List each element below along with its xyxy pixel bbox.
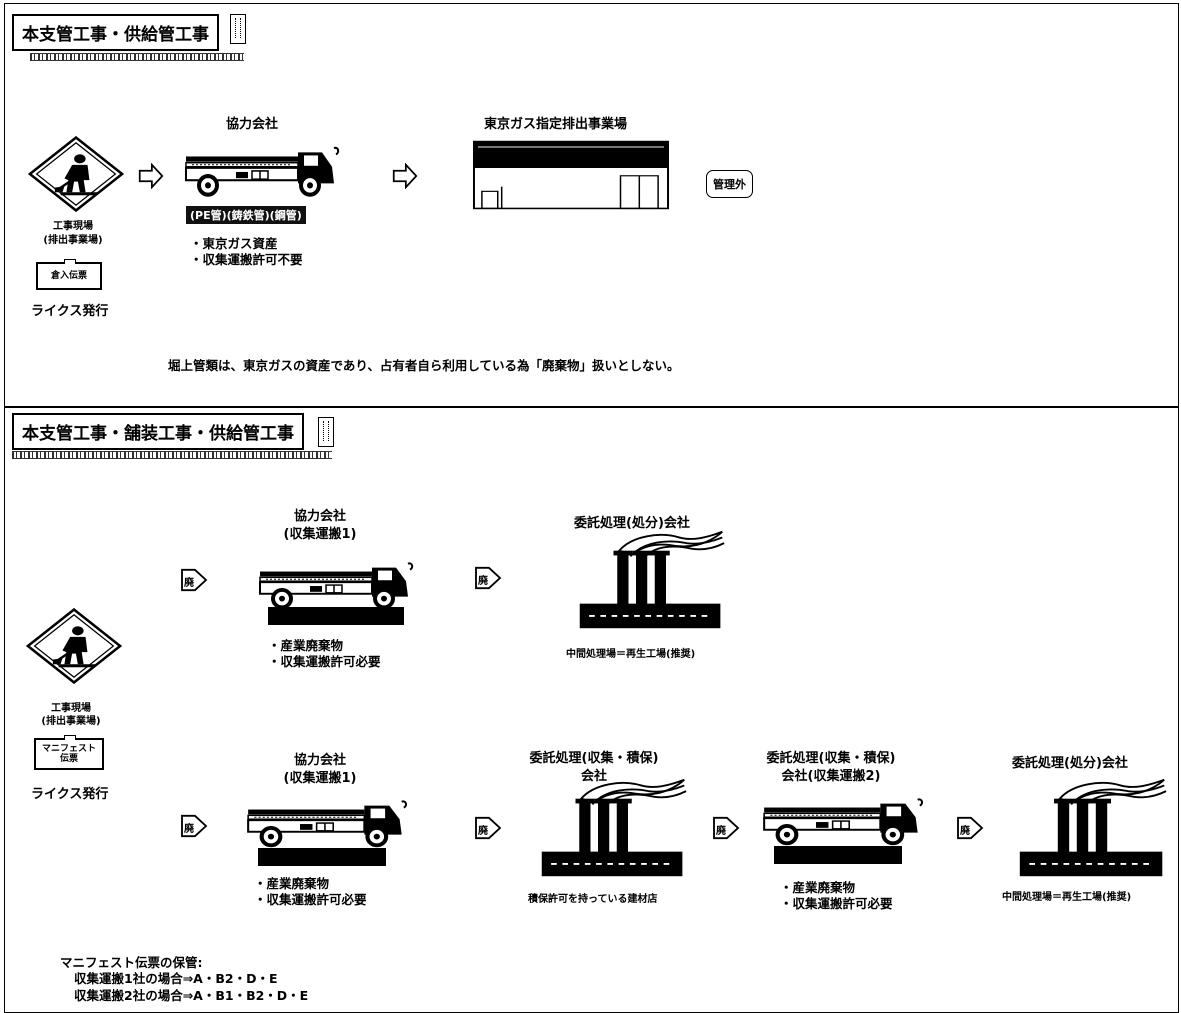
top-notes: ・東京ガス資産 ・収集運搬許可不要 <box>190 236 303 268</box>
title-underline-decoration <box>30 53 244 61</box>
site-sub-label: (排出事業場) <box>41 716 101 727</box>
raikusu-issue-label: ライクス発行 <box>31 304 109 319</box>
storage-company-label: 委託処理(収集・積保) <box>529 751 659 766</box>
facility-label: 東京ガス指定排出事業場 <box>484 117 628 132</box>
pipe-types-label: (PE管)(鋳鉄管)(鋼管) <box>186 206 306 224</box>
waste-arrow-label: 廃 <box>184 578 194 589</box>
carrier2-company-label: 委託処理(収集・積保) <box>766 751 896 766</box>
row1-notes: ・産業廃棄物 ・収集運搬許可必要 <box>268 638 381 670</box>
site-label: 工事現場 <box>53 221 93 232</box>
note-item: ・収集運搬許可不要 <box>190 252 303 267</box>
flow-arrow-icon <box>392 162 418 190</box>
factory-icon <box>1016 776 1168 880</box>
waste-arrow-label: 廃 <box>184 824 194 835</box>
truck-cargo-bar <box>774 846 902 864</box>
top-panel-title: 本支管工事・供給管工事 <box>12 14 219 51</box>
truck-icon <box>244 796 410 854</box>
construction-worker-icon <box>26 608 122 684</box>
raikusu-issue-label: ライクス発行 <box>31 787 109 802</box>
truck-icon <box>182 142 342 204</box>
row1-plant-label: 委託処理(処分)会社 <box>574 516 690 531</box>
row1-contractor-label: 協力会社 <box>293 509 346 524</box>
note-item: ・産業廃棄物 <box>780 880 856 895</box>
row2-contractor-label: 協力会社 <box>293 753 346 768</box>
building-icon <box>472 140 670 210</box>
carrier2-company-sub-label: 会社(収集運搬2) <box>781 769 881 784</box>
top-footer-note: 堀上管類は、東京ガスの資産であり、占有者自ら利用している為「廃棄物」扱いとしない… <box>168 358 680 373</box>
row2-plant-caption: 中間処理場＝再生工場(推奨) <box>1002 892 1132 903</box>
row1-contractor-sub-label: (収集運搬1) <box>283 527 357 542</box>
title-tag-icon <box>230 14 246 44</box>
bottom-panel-title: 本支管工事・舗装工事・供給管工事 <box>12 413 304 450</box>
truck-cargo-bar <box>268 607 404 625</box>
warehouse-slip-icon: 倉入伝票 <box>36 259 102 290</box>
warehouse-slip-label: 倉入伝票 <box>50 271 87 281</box>
note-item: ・産業廃棄物 <box>268 638 344 653</box>
manifest-line-1: 収集運搬1社の場合⇒A・B2・D・E <box>74 971 278 986</box>
title-underline-decoration <box>12 451 332 459</box>
row2-plant-label: 委託処理(処分)会社 <box>1012 756 1128 771</box>
row2-notes: ・産業廃棄物 ・収集運搬許可必要 <box>254 876 367 908</box>
construction-worker-icon <box>28 136 124 212</box>
out-of-scope-badge: 管理外 <box>706 170 753 198</box>
manifest-line-2: 収集運搬2社の場合⇒A・B1・B2・D・E <box>74 988 309 1003</box>
contractor-label: 協力会社 <box>226 117 279 132</box>
manifest-slip-icon: マニフェスト 伝票 <box>34 735 104 770</box>
storage-company-sub-label: 会社 <box>580 769 607 784</box>
waste-arrow-label: 廃 <box>960 826 970 837</box>
bottom-panel <box>4 407 1179 1013</box>
truck-icon <box>760 794 926 852</box>
site-sub-label: (排出事業場) <box>43 235 103 246</box>
flow-arrow-icon <box>138 162 164 190</box>
title-tag-icon <box>318 417 334 447</box>
note-item: ・収集運搬許可必要 <box>254 892 367 907</box>
factory-icon <box>538 776 688 880</box>
storage-company-caption: 積保許可を持っている建材店 <box>528 894 658 905</box>
note-item: ・産業廃棄物 <box>254 876 330 891</box>
truck-cargo-bar <box>258 848 386 866</box>
carrier2-notes: ・産業廃棄物 ・収集運搬許可必要 <box>780 880 893 912</box>
site-label: 工事現場 <box>51 703 91 714</box>
note-item: ・収集運搬許可必要 <box>780 896 893 911</box>
row1-plant-caption: 中間処理場＝再生工場(推奨) <box>566 649 696 660</box>
note-item: ・東京ガス資産 <box>190 236 278 251</box>
waste-arrow-label: 廃 <box>478 576 488 587</box>
note-item: ・収集運搬許可必要 <box>268 654 381 669</box>
waste-arrow-label: 廃 <box>716 826 726 837</box>
factory-icon <box>576 528 726 632</box>
waste-arrow-label: 廃 <box>478 826 488 837</box>
manifest-slip-label: マニフェスト <box>41 744 96 754</box>
manifest-heading: マニフェスト伝票の保管: <box>60 955 203 970</box>
row2-contractor-sub-label: (収集運搬1) <box>283 771 357 786</box>
manifest-slip-label-2: 伝票 <box>59 754 78 764</box>
